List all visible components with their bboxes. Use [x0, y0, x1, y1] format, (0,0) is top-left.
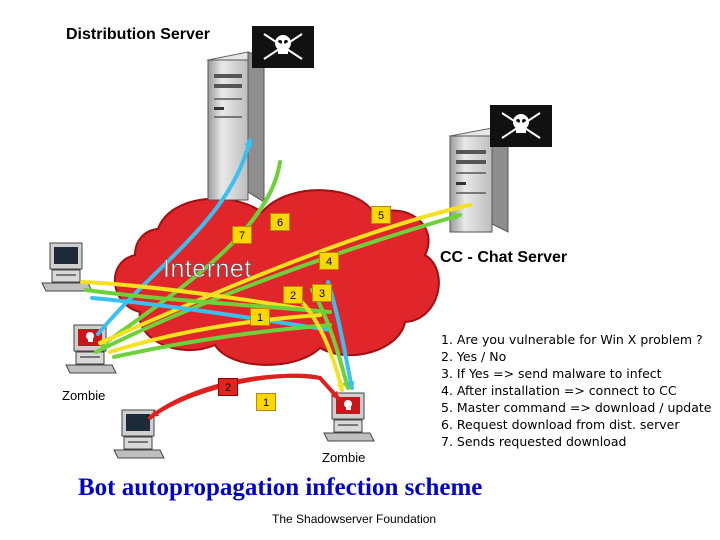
computer-icon	[113, 409, 165, 459]
footer-credit: The Shadowserver Foundation	[272, 512, 437, 526]
step-item: 3. If Yes => send malware to infect	[441, 366, 662, 381]
arrow-5-command	[98, 203, 472, 345]
step-item: 4. After installation => connect to CC	[441, 383, 677, 398]
infected-computer-icon	[323, 392, 375, 442]
distribution-server-label: Distribution Server	[66, 26, 211, 43]
infected-computer-icon	[65, 324, 117, 374]
internet-label: Internet	[163, 255, 252, 284]
distribution-server-icon	[206, 51, 266, 203]
computer-icon	[41, 242, 93, 292]
step-item: 7. Sends requested download	[441, 434, 627, 449]
step-badge-2: 2	[283, 286, 303, 304]
step-badge-5: 5	[371, 206, 391, 224]
step-item: 1. Are you vulnerable for Win X problem …	[441, 332, 703, 347]
step-badge-6: 6	[270, 213, 290, 231]
step-badge-2-infection: 2	[218, 378, 238, 396]
arrows-left-zombie	[80, 138, 472, 359]
arrow-6-request	[96, 138, 253, 336]
slide-title: Bot autopropagation infection scheme	[78, 474, 483, 501]
step-badge-1-scan: 1	[256, 393, 276, 411]
step-item: 6. Request download from dist. server	[441, 417, 680, 432]
step-badge-4: 4	[319, 252, 339, 270]
arrow-infection	[148, 373, 340, 420]
pirate-flag-icon	[490, 105, 552, 147]
step-badge-1: 1	[250, 308, 270, 326]
zombie-bottom-label: Zombie	[322, 450, 366, 465]
pirate-flag-icon	[252, 26, 314, 68]
step-item: 5. Master command => download / update	[441, 400, 712, 415]
arrow-4-connect	[94, 212, 462, 354]
step-badge-7: 7	[232, 226, 252, 244]
step-badge-3: 3	[312, 284, 332, 302]
zombie-left-label: Zombie	[62, 388, 106, 403]
steps-legend: 1. Are you vulnerable for Win X problem …	[441, 331, 712, 450]
step-item: 2. Yes / No	[441, 349, 507, 364]
cc-server-label: CC - Chat Server	[440, 249, 568, 266]
arrow-7-download	[100, 160, 282, 347]
